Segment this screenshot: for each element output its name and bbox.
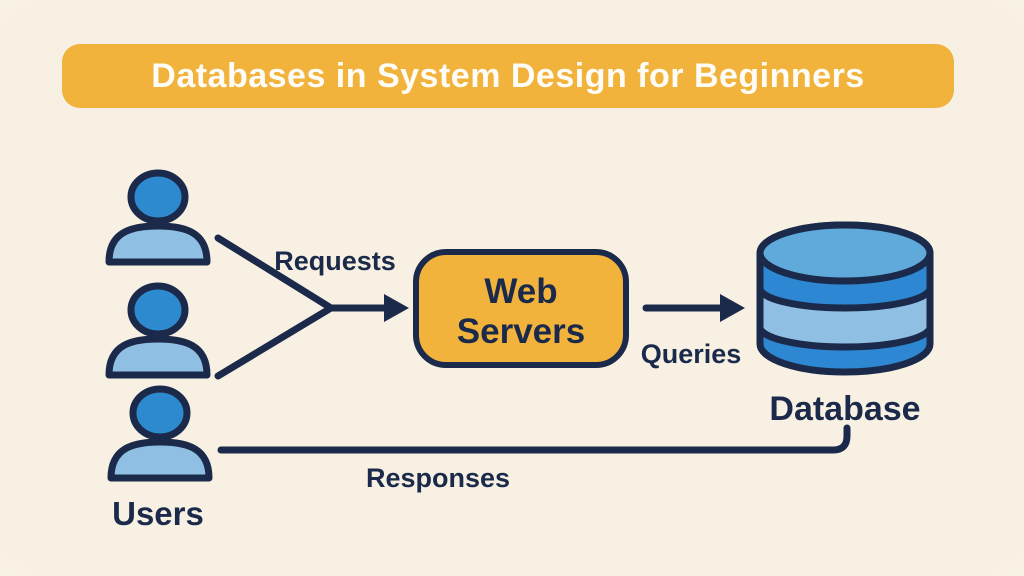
requests-label: Requests [274,246,396,276]
user-head [127,282,189,338]
database-cylinder-top [756,221,934,285]
users-label: Users [112,495,204,532]
web-servers-box [413,249,629,368]
user-icon [107,385,213,482]
database-icon [756,221,934,376]
queries-arrowhead-icon [720,294,745,322]
user-body [105,222,211,266]
requests-edge-line-bottom [214,304,335,380]
requests-arrowhead-icon [384,294,409,322]
database-label: Database [769,390,920,428]
responses-label: Responses [366,463,510,493]
web-servers-label-line2: Servers [457,312,585,351]
database-cylinder-light-band [756,284,934,351]
web-servers-label-line1: Web [484,272,557,311]
user-body [107,438,213,482]
responses-edge-path [217,424,851,454]
user-head [129,385,191,441]
requests-edge-line-top [214,234,335,312]
user-body [105,335,211,379]
queries-label: Queries [641,339,742,369]
web-servers-node: Web Servers [413,249,629,368]
user-icon [105,169,211,266]
page-title: Databases in System Design for Beginners [151,56,865,95]
user-head [127,169,189,225]
title-banner: Databases in System Design for Beginners [62,44,954,108]
user-icon [105,282,211,379]
